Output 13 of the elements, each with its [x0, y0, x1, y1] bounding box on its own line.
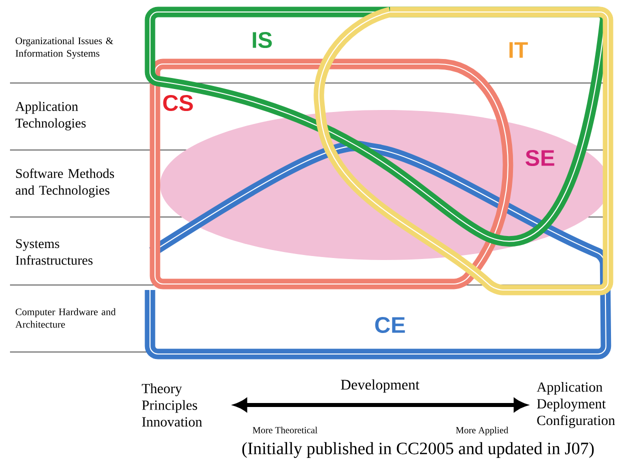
row-label: Application Technologies [15, 102, 86, 130]
row-label: Software Methods and Technologies [16, 168, 114, 198]
axis-note: More Theoretical [252, 426, 318, 434]
edge-label: Development [340, 379, 420, 393]
row-label: Organizational Issues & Information Systems [16, 37, 114, 59]
axis-end-text: Theory Principles Innovation [142, 383, 202, 427]
field-outline: CS [150, 58, 514, 290]
caption: (Initially published in CC2005 and updated in J07) [242, 442, 594, 458]
row-label: Computer Hardware and Architecture [15, 308, 116, 328]
axis-note: More Applied [456, 426, 508, 436]
field-region: SE [160, 110, 610, 260]
axis-end-text: Application Deployment Configuration [536, 382, 615, 428]
row-label: Systems Infrastructures [16, 239, 93, 265]
